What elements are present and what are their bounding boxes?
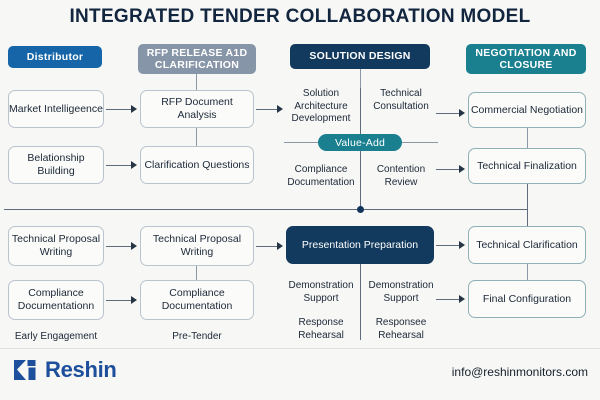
- process-box-market-intelligence[interactable]: Market Intelligeence: [8, 90, 104, 128]
- process-box-compliance-documentation-2[interactable]: Compliance Documentation: [140, 280, 254, 320]
- phase-header-distributor[interactable]: Distributor: [8, 46, 102, 68]
- caption-pre-tender: Pre-Tender: [172, 331, 222, 342]
- contact-email[interactable]: info@reshinmonitors.com: [451, 365, 588, 379]
- phase-label: Distributor: [26, 50, 84, 63]
- cell-demonstration-support-right: Demonstration Support: [368, 280, 434, 304]
- value-add-rail-left: [284, 142, 320, 143]
- hub-dot: [357, 206, 364, 213]
- cell-technical-consultation: Technical Consultation: [373, 88, 429, 112]
- connector-solution-stem: [360, 69, 361, 91]
- process-box-relationship-building[interactable]: Belationship Building: [8, 146, 104, 184]
- footer-divider: [0, 348, 600, 349]
- arrow-line-l2c: [436, 299, 460, 300]
- caption-early-engagement: Early Engagement: [14, 331, 98, 342]
- box-label: Market Intelligeence: [9, 102, 103, 115]
- process-box-commercial-negotiation[interactable]: Commercial Negotiation: [468, 92, 586, 128]
- process-box-technical-finalization[interactable]: Technical Finalization: [468, 148, 586, 184]
- arrow-line-u1c: [436, 113, 460, 114]
- box-label: Belationship Building: [27, 152, 85, 177]
- phase-header-solution-design[interactable]: SOLUTION DESIGN: [290, 44, 430, 69]
- cell-solution-architecture-development: Solution Architecture Development: [291, 88, 351, 124]
- box-label: Commercial Negotiation: [470, 103, 584, 116]
- box-label: Technical Finalization: [477, 159, 577, 172]
- process-box-technical-proposal-writing-1[interactable]: Technical Proposal Writing: [8, 226, 104, 266]
- box-label: Technical Proposal Writing: [11, 233, 101, 258]
- phase-header-negotiation-closure[interactable]: NEGOTIATION AND CLOSURE: [466, 44, 586, 74]
- phase-label: SOLUTION DESIGN: [309, 50, 411, 63]
- box-label: Compliance Documentation: [161, 287, 233, 312]
- cell-contention-review: Contention Review: [376, 164, 426, 188]
- box-label: Technical Clarification: [476, 238, 578, 251]
- center-axis-upper: [360, 88, 361, 134]
- arrow-head-u1b: [277, 105, 283, 113]
- arrow-head-l2a: [131, 296, 137, 304]
- cell-response-rehearsal-right: Responsee Rehearsal: [375, 317, 427, 341]
- connector-col4-lower: [527, 264, 528, 280]
- cell-demonstration-support-left: Demonstration Support: [288, 280, 354, 304]
- center-axis-lower: [360, 264, 361, 340]
- cell-response-rehearsal-left: Response Rehearsal: [298, 317, 344, 341]
- phase-header-rfp-release[interactable]: RFP RELEASE A1D CLARIFICATION: [138, 44, 256, 74]
- box-label: Final Configuration: [482, 292, 572, 305]
- arrow-head-u2a: [131, 161, 137, 169]
- arrow-head-l1a: [131, 242, 137, 250]
- page-title: INTEGRATED TENDER COLLABORATION MODEL: [69, 6, 531, 27]
- value-add-label: Value-Add: [334, 136, 386, 149]
- arrow-head-l2c: [459, 295, 465, 303]
- value-add-rail-right: [400, 142, 438, 143]
- connector-col2-lower: [196, 266, 197, 280]
- arrow-head-l1b: [277, 242, 283, 250]
- arrow-line-u2c: [436, 169, 460, 170]
- connector-col2-upper: [196, 128, 197, 146]
- arrow-line-l1b: [256, 246, 278, 247]
- process-box-clarification-questions[interactable]: Clarification Questions: [140, 146, 254, 184]
- section-divider-line: [4, 209, 528, 210]
- phase-label: NEGOTIATION AND CLOSURE: [475, 46, 577, 71]
- arrow-head-u1c: [459, 109, 465, 117]
- arrow-line-u1b: [256, 109, 278, 110]
- arrow-line-l2a: [106, 300, 132, 301]
- process-box-final-configuration[interactable]: Final Configuration: [468, 280, 586, 318]
- process-box-presentation-preparation[interactable]: Presentation Preparation: [286, 226, 434, 264]
- brand-name: Reshin: [45, 357, 117, 382]
- value-add-chip[interactable]: Value-Add: [318, 134, 402, 151]
- process-box-compliance-documentation-1[interactable]: Compliance Documentationn: [8, 280, 104, 320]
- process-box-rfp-document-analysis[interactable]: RFP Document Analysis: [140, 90, 254, 128]
- box-label: RFP Document Analysis: [161, 96, 233, 121]
- arrow-head-u2c: [459, 165, 465, 173]
- center-axis-mid: [360, 151, 361, 210]
- arrow-line-l1a: [106, 246, 132, 247]
- connector-col4-bridge: [527, 184, 528, 229]
- process-box-technical-proposal-writing-2[interactable]: Technical Proposal Writing: [140, 226, 254, 266]
- box-label: Compliance Documentationn: [17, 287, 95, 312]
- connector-col4-upper: [527, 128, 528, 148]
- arrow-head-u1a: [131, 105, 137, 113]
- process-box-technical-clarification[interactable]: Technical Clarification: [468, 226, 586, 264]
- reshin-mark-icon: [14, 360, 36, 380]
- phase-label: RFP RELEASE A1D CLARIFICATION: [146, 46, 248, 71]
- arrow-head-l1c: [459, 241, 465, 249]
- box-label: Clarification Questions: [144, 158, 250, 171]
- arrow-line-l1c: [436, 245, 460, 246]
- connector-rfp-stem: [196, 74, 197, 90]
- cell-compliance-documentation: Compliance Documentation: [287, 164, 355, 188]
- arrow-line-u1a: [106, 109, 132, 110]
- box-label: Presentation Preparation: [301, 238, 419, 251]
- arrow-line-u2a: [106, 165, 132, 166]
- brand-logo[interactable]: Reshin: [12, 357, 117, 383]
- box-label: Technical Proposal Writing: [152, 233, 242, 258]
